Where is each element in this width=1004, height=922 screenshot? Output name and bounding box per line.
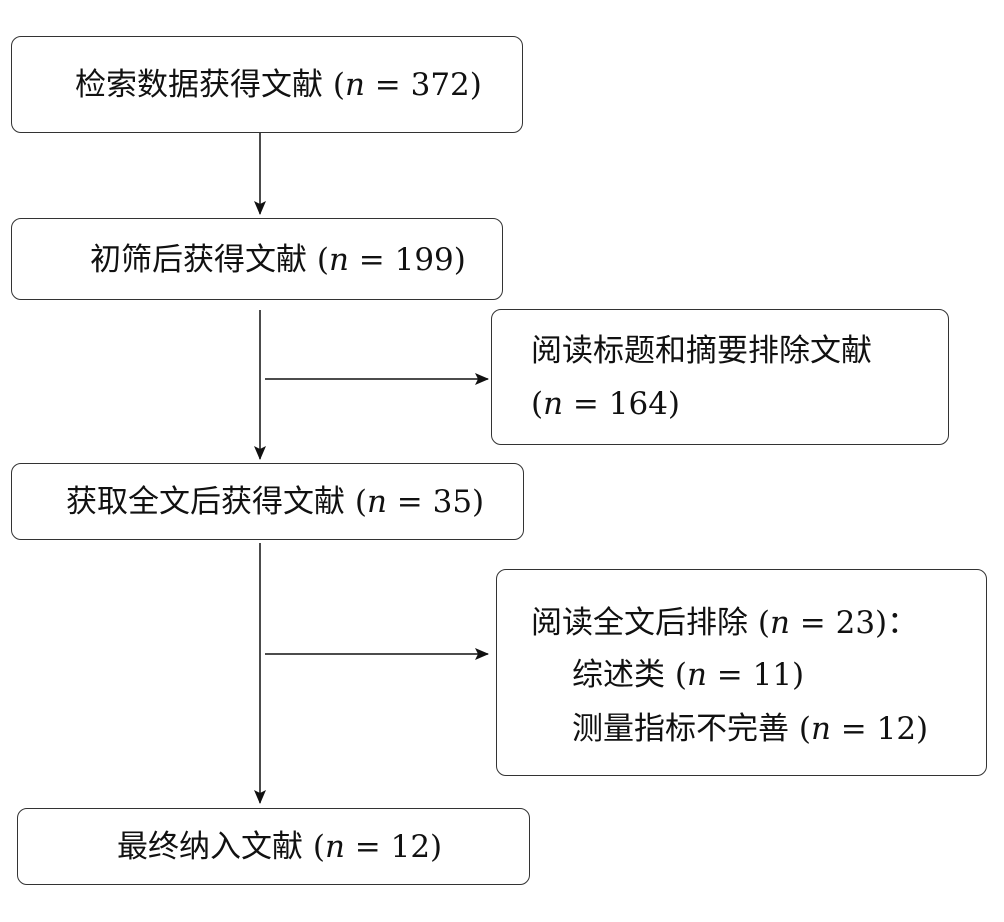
initial-screen-n: n [328, 242, 349, 278]
initial-screen-count: = 199) [348, 242, 466, 278]
search-n: n [344, 67, 365, 103]
exclude-reason-measure: 测量指标不完善 (n = 12) [572, 711, 928, 747]
exclude-reason-measure-text: 测量指标不完善 ( [572, 711, 811, 747]
exclude-title-abstract-paren: ( [531, 386, 544, 422]
search-box [11, 36, 523, 133]
full-text-label: 获取全文后获得文献 (n = 35) [66, 484, 484, 520]
exclude-reason-review-n: n [686, 657, 707, 693]
final-text: 最终纳入文献 ( [117, 829, 325, 865]
exclude-full-text-text: 阅读全文后排除 ( [531, 605, 770, 641]
full-text-count: = 35) [386, 484, 485, 520]
initial-screen-text: 初筛后获得文献 ( [90, 242, 329, 278]
exclude-full-text-box [496, 569, 987, 776]
exclude-full-text-line1: 阅读全文后排除 (n = 23)： [531, 605, 918, 641]
exclude-reason-measure-n: n [810, 711, 831, 747]
exclude-full-text-count: = 23)： [789, 605, 919, 641]
exclude-reason-review-count: = 11) [706, 657, 805, 693]
search-count: = 372) [364, 67, 482, 103]
final-n: n [324, 829, 345, 865]
initial-screen-label: 初筛后获得文献 (n = 199) [90, 242, 466, 278]
final-box [17, 808, 530, 885]
exclude-title-abstract-box [491, 309, 949, 445]
full-text-text: 获取全文后获得文献 ( [66, 484, 367, 520]
exclude-reason-measure-count: = 12) [830, 711, 929, 747]
final-count: = 12) [344, 829, 443, 865]
exclude-reason-review-text: 综述类 ( [572, 657, 687, 693]
search-label: 检索数据获得文献 (n = 372) [75, 67, 482, 103]
exclude-title-abstract-n: n [543, 386, 564, 422]
exclude-full-text-n: n [769, 605, 790, 641]
final-label: 最终纳入文献 (n = 12) [117, 829, 442, 865]
full-text-n: n [366, 484, 387, 520]
search-text: 检索数据获得文献 ( [75, 67, 345, 103]
exclude-title-abstract-count: = 164) [563, 386, 681, 422]
exclude-title-abstract-line2: (n = 164) [531, 386, 680, 422]
initial-screen-box [11, 218, 503, 300]
exclude-reason-review: 综述类 (n = 11) [572, 657, 804, 693]
exclude-title-abstract-line1: 阅读标题和摘要排除文献 [531, 333, 872, 369]
full-text-box [11, 463, 524, 540]
